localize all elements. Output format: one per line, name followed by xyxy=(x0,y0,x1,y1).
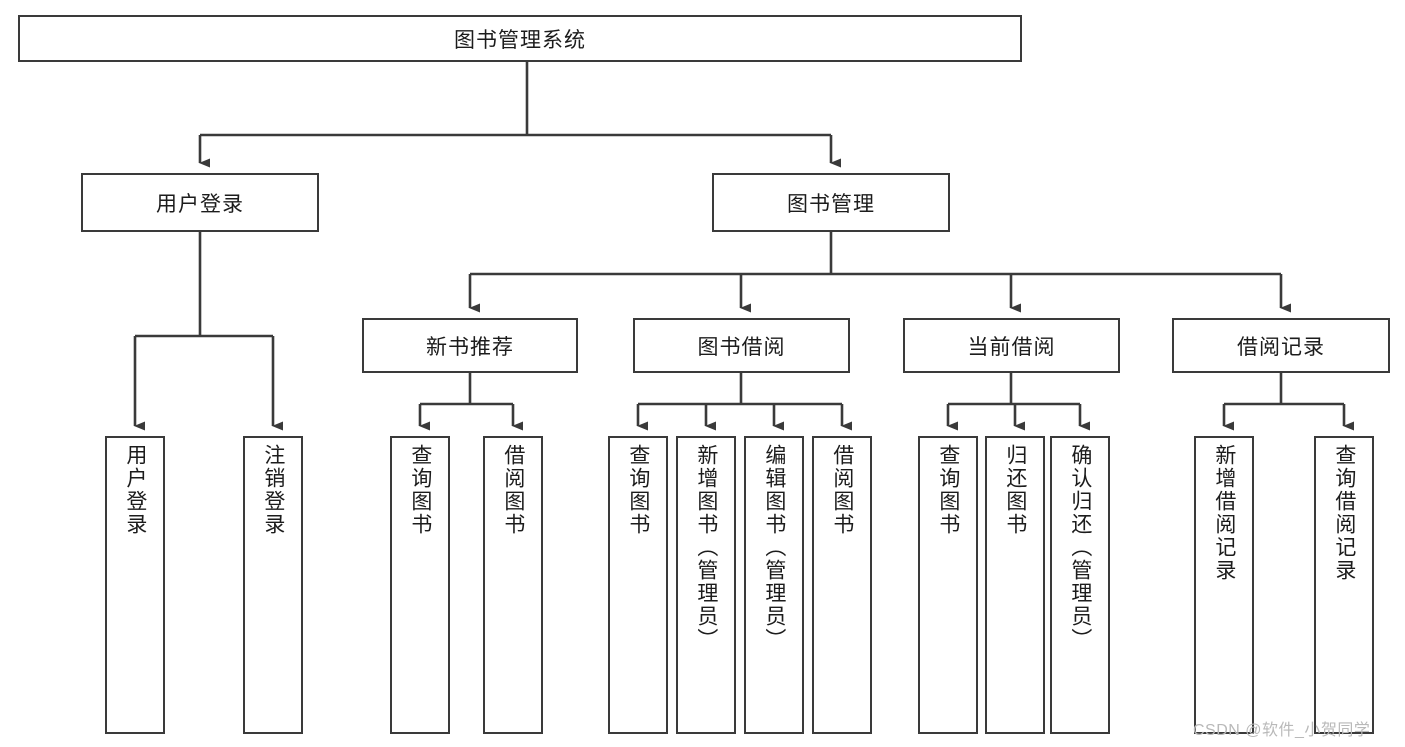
node-borrow-query-book[interactable]: 查询图书 xyxy=(608,436,668,734)
node-current-borrow[interactable]: 当前借阅 xyxy=(903,318,1120,373)
node-borrow-borrow-book-label: 借阅图书 xyxy=(830,444,854,536)
node-new-book-recommend[interactable]: 新书推荐 xyxy=(362,318,578,373)
node-book-management-label: 图书管理 xyxy=(787,192,875,216)
node-borrow-borrow-book[interactable]: 借阅图书 xyxy=(812,436,872,734)
node-recommend-query-book-label: 查询图书 xyxy=(408,444,432,536)
node-borrow-query-book-label: 查询图书 xyxy=(626,444,650,536)
node-user-login[interactable]: 用户登录 xyxy=(81,173,319,232)
node-borrow-record-label: 借阅记录 xyxy=(1237,335,1325,359)
node-record-query[interactable]: 查询借阅记录 xyxy=(1314,436,1374,734)
node-current-confirm-return[interactable]: 确认归还（管理员） xyxy=(1050,436,1110,734)
node-current-query-book-label: 查询图书 xyxy=(936,444,960,536)
node-login-user-label: 用户登录 xyxy=(123,444,147,536)
node-root-label: 图书管理系统 xyxy=(454,28,586,52)
node-book-management[interactable]: 图书管理 xyxy=(712,173,950,232)
node-logout-user-label: 注销登录 xyxy=(261,444,285,536)
node-recommend-borrow-book-label: 借阅图书 xyxy=(501,444,525,536)
csdn-watermark: CSDN @软件_小贺同学 xyxy=(1193,722,1371,739)
node-borrow-record[interactable]: 借阅记录 xyxy=(1172,318,1390,373)
node-recommend-borrow-book[interactable]: 借阅图书 xyxy=(483,436,543,734)
node-borrow-edit-book[interactable]: 编辑图书（管理员） xyxy=(744,436,804,734)
node-book-borrow-label: 图书借阅 xyxy=(697,335,786,359)
node-current-query-book[interactable]: 查询图书 xyxy=(918,436,978,734)
node-root[interactable]: 图书管理系统 xyxy=(18,15,1022,62)
node-logout-user[interactable]: 注销登录 xyxy=(243,436,303,734)
node-current-confirm-return-label: 确认归还（管理员） xyxy=(1068,444,1092,651)
node-user-login-label: 用户登录 xyxy=(156,192,244,216)
node-record-add-label: 新增借阅记录 xyxy=(1212,444,1236,582)
node-login-user[interactable]: 用户登录 xyxy=(105,436,165,734)
node-record-add[interactable]: 新增借阅记录 xyxy=(1194,436,1254,734)
node-book-borrow[interactable]: 图书借阅 xyxy=(633,318,850,373)
node-borrow-add-book-label: 新增图书（管理员） xyxy=(694,444,718,651)
node-current-borrow-label: 当前借阅 xyxy=(967,335,1056,359)
node-recommend-query-book[interactable]: 查询图书 xyxy=(390,436,450,734)
node-borrow-add-book[interactable]: 新增图书（管理员） xyxy=(676,436,736,734)
node-new-book-recommend-label: 新书推荐 xyxy=(426,335,514,359)
node-current-return-book-label: 归还图书 xyxy=(1003,444,1027,536)
node-record-query-label: 查询借阅记录 xyxy=(1332,444,1356,582)
node-current-return-book[interactable]: 归还图书 xyxy=(985,436,1045,734)
node-borrow-edit-book-label: 编辑图书（管理员） xyxy=(762,444,786,651)
